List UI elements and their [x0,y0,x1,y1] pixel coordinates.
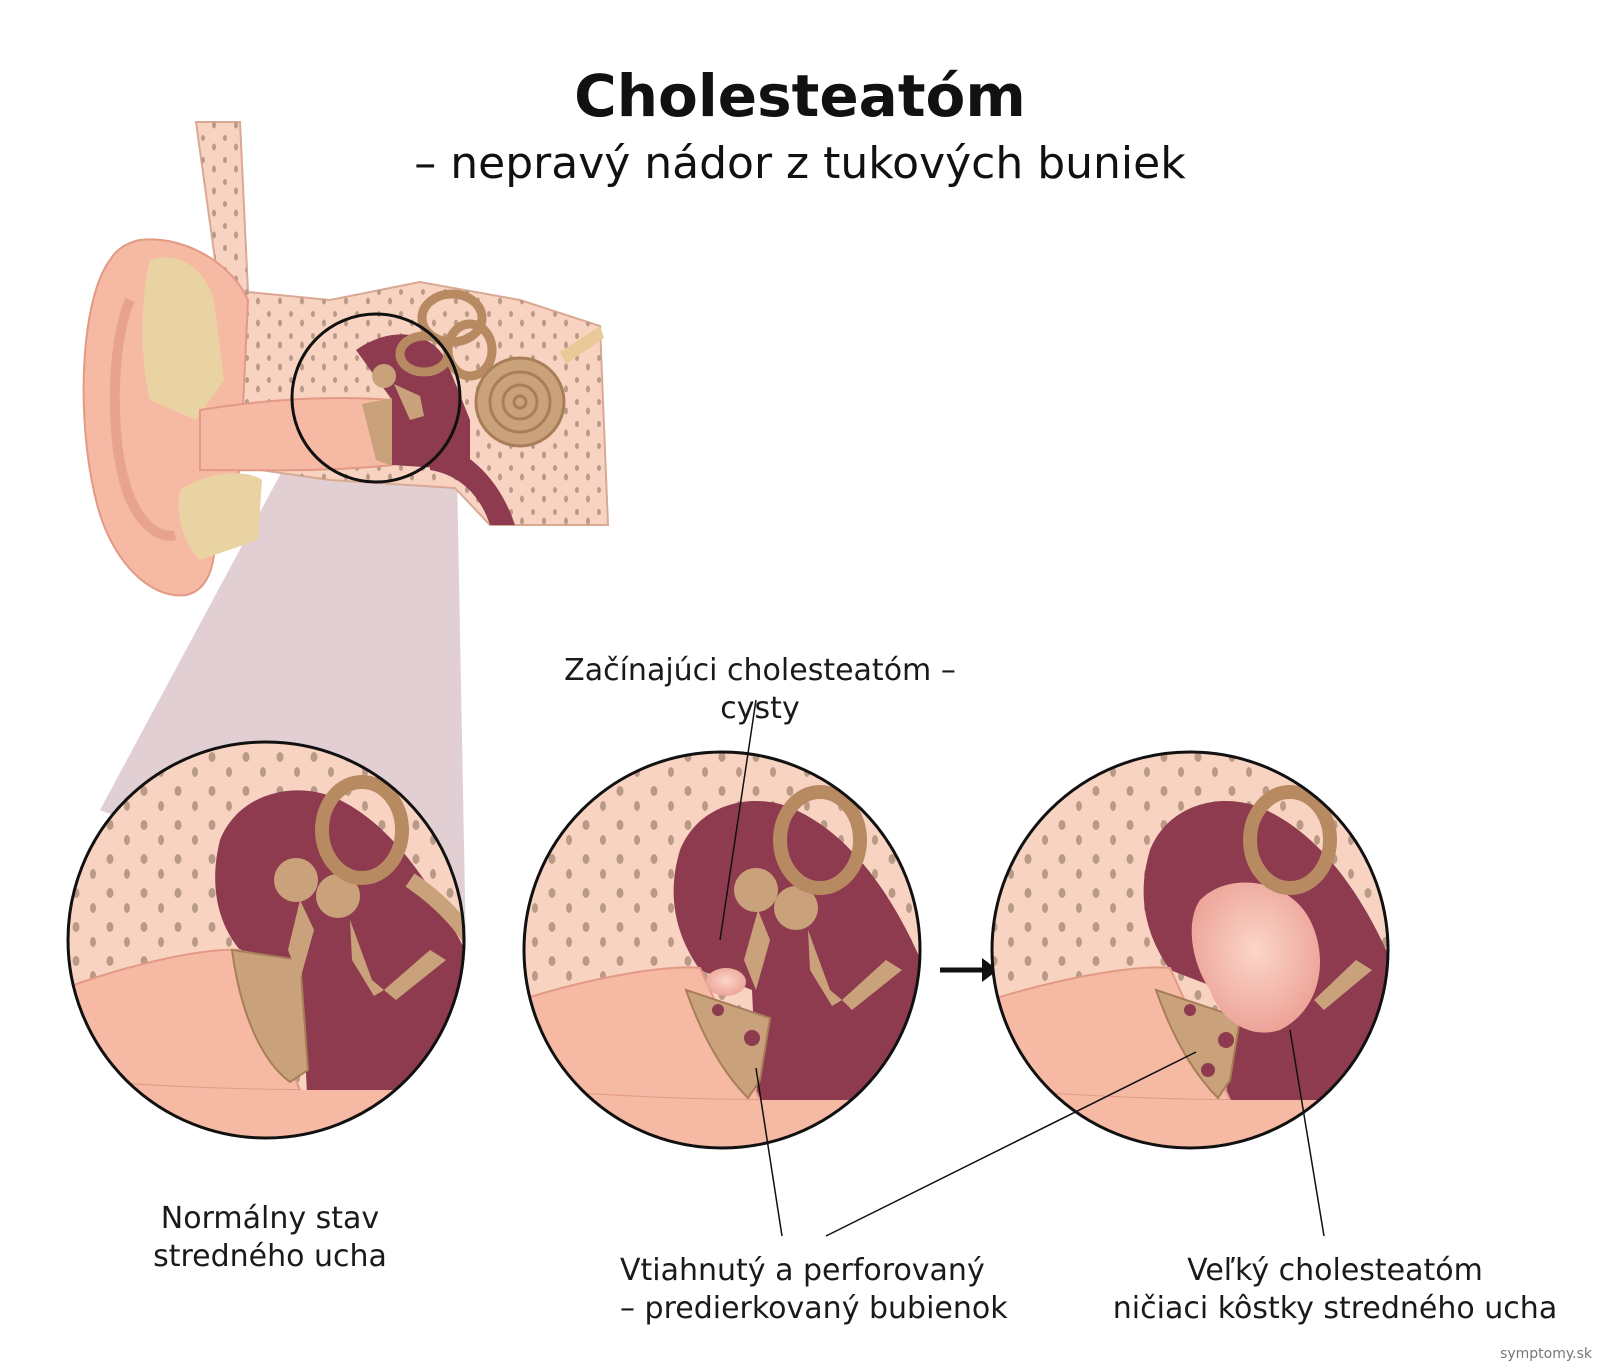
cartilage [142,257,224,420]
label-large-line2: ničiaci kôstky stredného ucha [1112,1291,1558,1326]
watermark: symptomy.sk [1500,1346,1592,1362]
label-normal: Normálny stav stredného ucha [130,1200,410,1276]
page-title: Cholesteatóm [574,62,1026,130]
label-early: Začínajúci cholesteatóm – cysty [564,653,956,726]
label-drum-line2: – predierkovaný bubienok [620,1291,1008,1326]
label-large: Veľký cholesteatóm ničiaci kôstky stredn… [1110,1252,1560,1328]
circle-large [990,750,1390,1150]
zoom-circle [290,312,462,484]
label-drum: Vtiahnutý a perforovaný – predierkovaný … [620,1252,1040,1328]
large-cyst [1191,882,1320,1033]
ear-cross-section [82,121,610,597]
arrow-icon [940,958,998,982]
label-drum-line1: Vtiahnutý a perforovaný [620,1253,985,1288]
ear-canal [199,397,393,472]
leader-lines [719,699,1325,1237]
label-normal-line2: stredného ucha [153,1239,387,1274]
label-large-line1: Veľký cholesteatóm [1187,1253,1483,1288]
circle-early [522,750,922,1150]
label-normal-line1: Normálny stav [160,1201,380,1236]
page-subtitle: – nepravý nádor z tukových buniek [414,138,1186,189]
